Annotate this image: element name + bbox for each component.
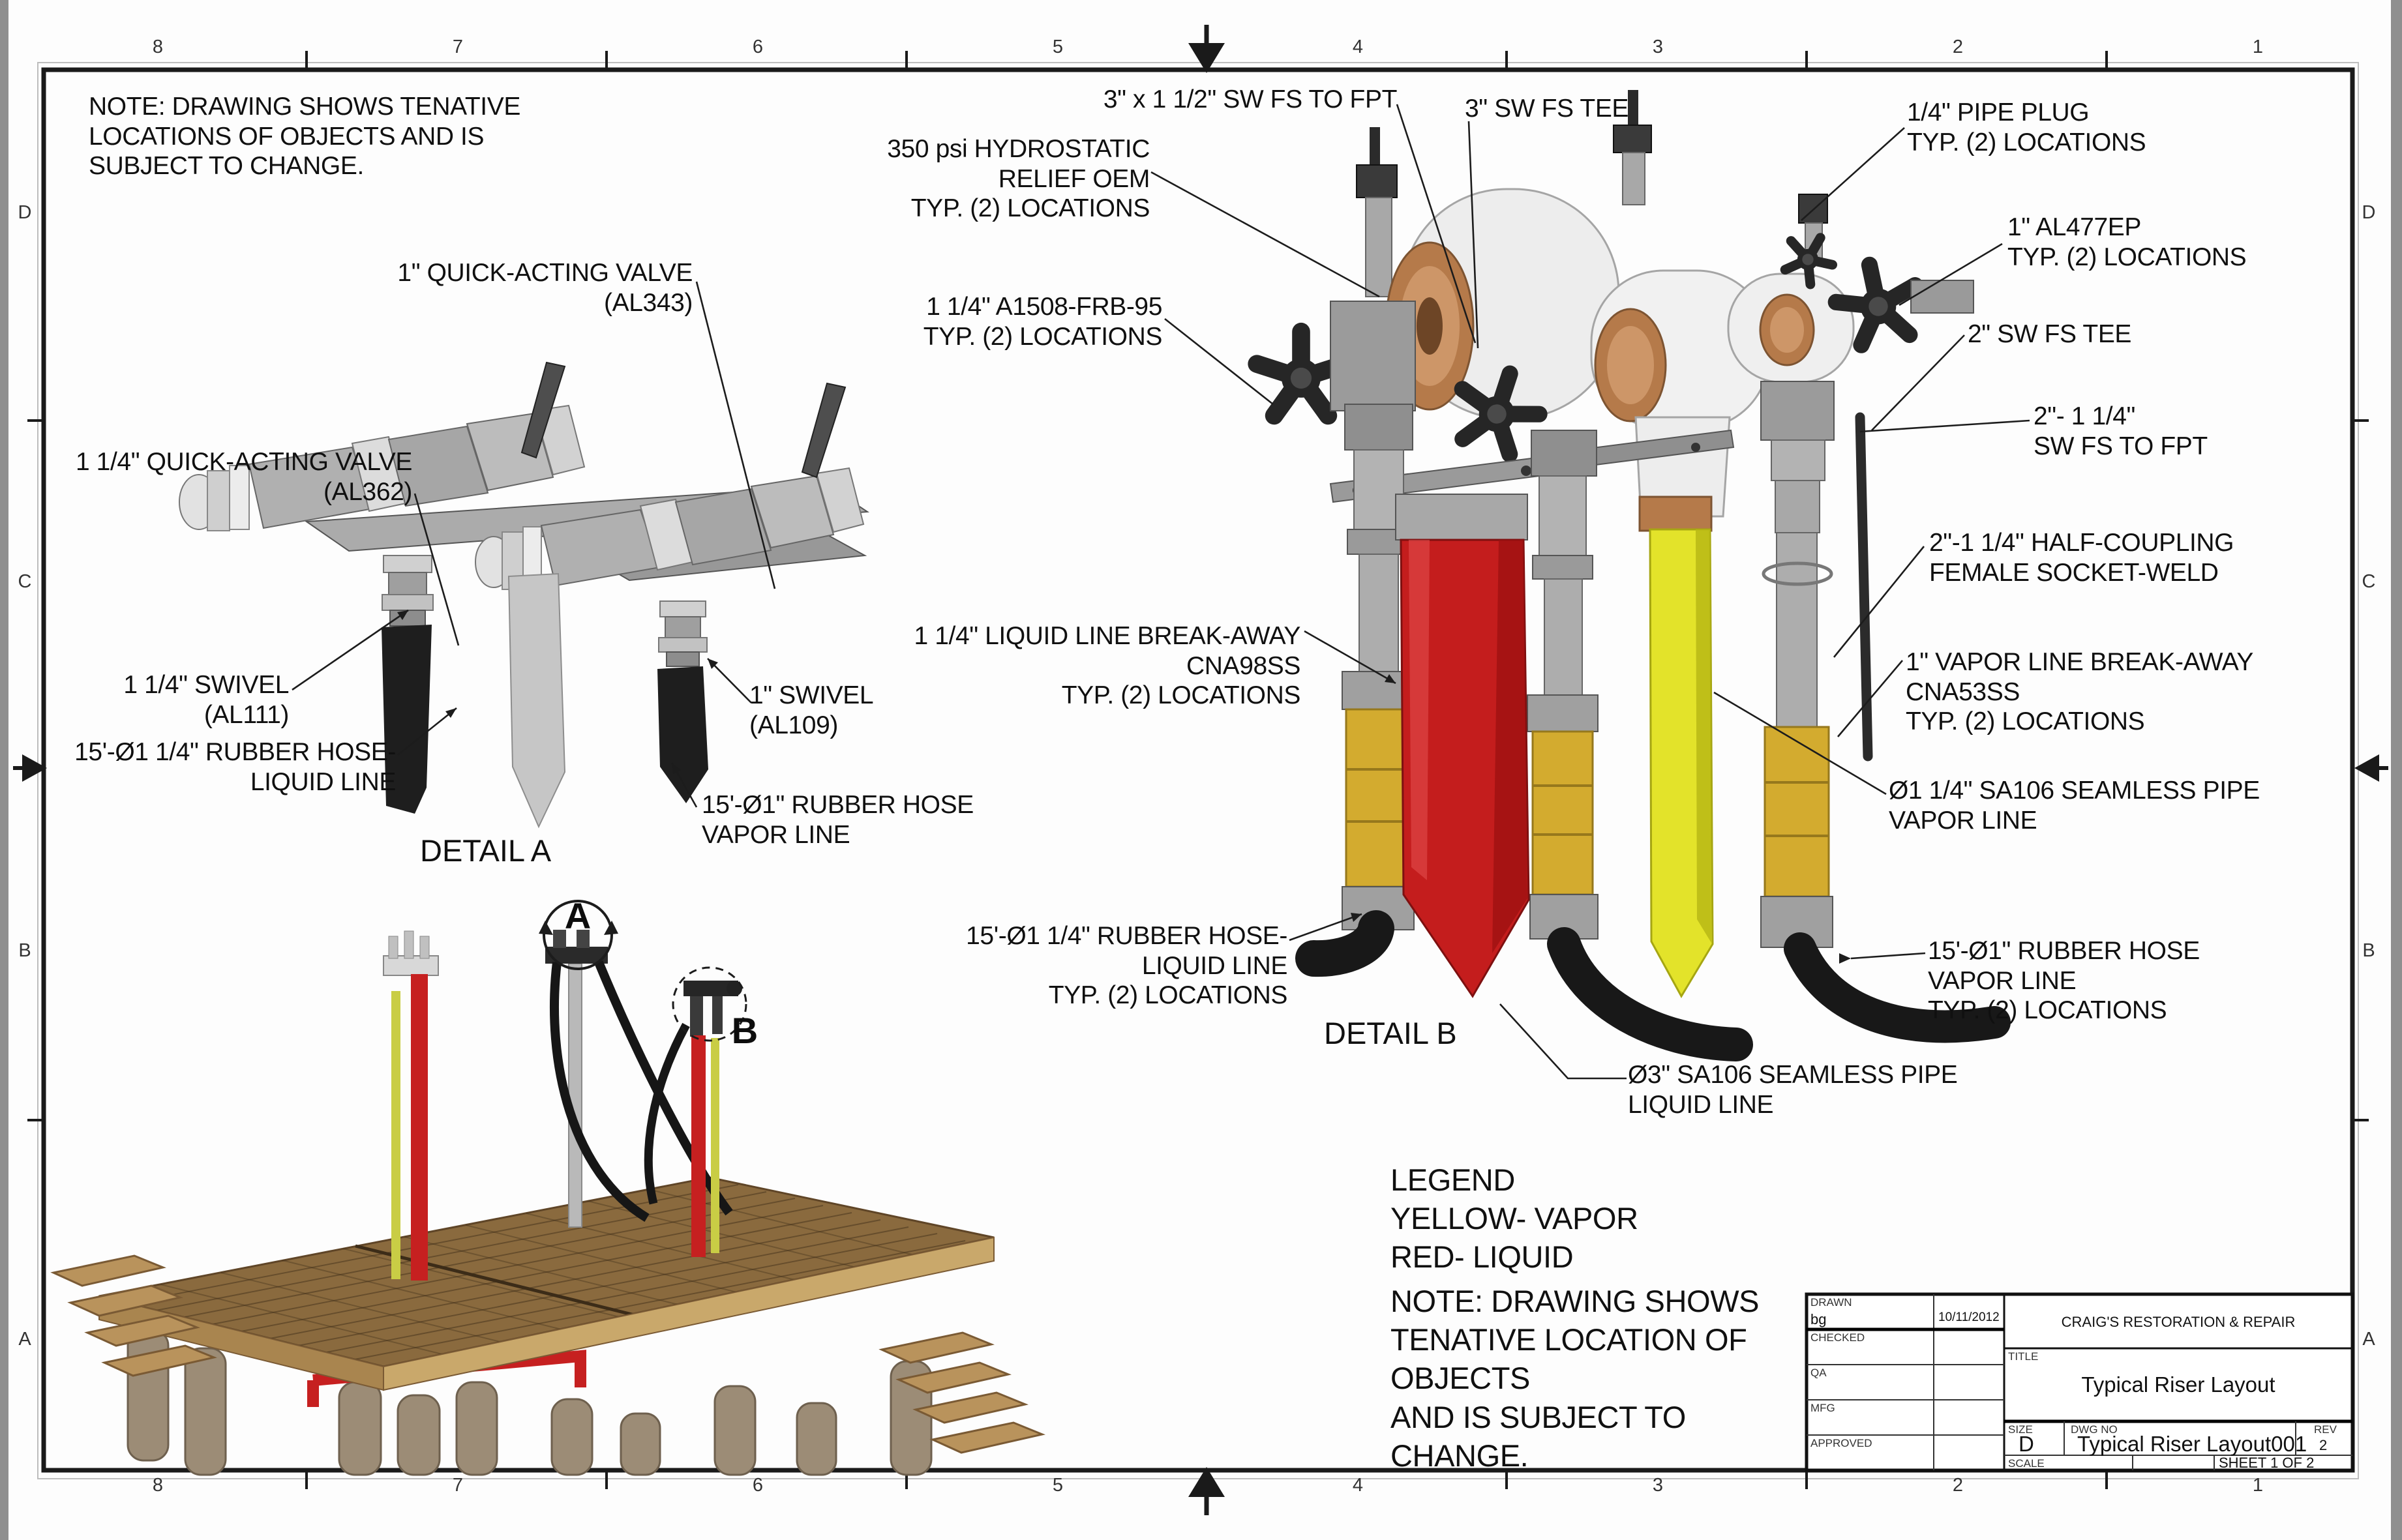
dock-stairs-right	[878, 1331, 1045, 1454]
label-hose-liquid-a: 15'-Ø1 1/4" RUBBER HOSE- LIQUID LINE	[74, 738, 396, 796]
quick-acting-valve-1	[475, 382, 865, 590]
label-pipe-plug: 1/4" PIPE PLUG TYP. (2) LOCATIONS	[1907, 98, 2146, 156]
callout-b-letter: B	[731, 1010, 758, 1051]
tb-approved-label: APPROVED	[1810, 1437, 1872, 1449]
tb-rev-label: REV	[2314, 1423, 2337, 1436]
zone-number: 4	[1352, 1475, 1364, 1496]
dock-stairs-left	[50, 1254, 217, 1377]
tb-qa-label: QA	[1810, 1367, 1827, 1379]
zone-letter: D	[18, 202, 32, 223]
zone-letter: B	[2362, 940, 2375, 961]
label-fpt-3x112: 3" x 1 1/2" SW FS TO FPT	[1103, 85, 1398, 113]
tb-company: CRAIG'S RESTORATION & REPAIR	[2061, 1314, 2296, 1330]
tb-title: Typical Riser Layout	[2081, 1372, 2275, 1397]
tb-drawn-date: 10/11/2012	[1938, 1310, 2000, 1324]
vapor-pipe-a	[507, 572, 566, 829]
zone-letter: B	[18, 940, 31, 961]
label-swivel-1: 1" SWIVEL (AL109)	[749, 681, 874, 739]
zone-number: 6	[752, 37, 764, 57]
label-al477ep: 1" AL477EP TYP. (2) LOCATIONS	[2007, 213, 2247, 271]
label-hose-vapor-b: 15'-Ø1" RUBBER HOSE VAPOR LINE TYP. (2) …	[1928, 937, 2200, 1025]
callout-a-letter: A	[564, 895, 592, 936]
vapor-breakaway-coupling	[1764, 726, 1830, 898]
zone-number: 7	[452, 37, 464, 57]
zone-letter: C	[18, 571, 32, 592]
label-quick-acting-valve-1-1-4: 1 1/4" QUICK-ACTING VALVE (AL362)	[75, 448, 412, 506]
zone-number: 2	[1952, 37, 1964, 57]
tb-drawn-value: bg	[1810, 1311, 1827, 1327]
tb-size-label: SIZE	[2008, 1423, 2033, 1436]
rubber-hose-liquid-b2	[1547, 927, 1753, 1061]
zone-number: 4	[1352, 37, 1364, 57]
detail-a-title: DETAIL A	[420, 833, 552, 868]
label-fpt-2x114: 2"- 1 1/4" SW FS TO FPT	[2034, 402, 2208, 460]
zone-number: 1	[2252, 37, 2264, 57]
dock-view	[50, 900, 1045, 1476]
breakaway-rod	[1855, 412, 1873, 762]
detail-b-assembly	[1257, 90, 2011, 1061]
rubber-hose-vapor-b	[1784, 932, 2011, 1043]
label-sa106-vapor: Ø1 1/4" SA106 SEAMLESS PIPE VAPOR LINE	[1889, 777, 2260, 835]
right-margin-strip	[2391, 0, 2402, 1540]
zone-number: 3	[1652, 37, 1664, 57]
swivel-1	[658, 600, 708, 667]
zone-letter: A	[18, 1329, 31, 1350]
note-top-left: NOTE: DRAWING SHOWS TENATIVE LOCATIONS O…	[89, 93, 520, 181]
label-swivel-1-1-4: 1 1/4" SWIVEL (AL111)	[123, 671, 289, 729]
tb-drawn-label: DRAWN	[1810, 1296, 1852, 1309]
rubber-hose-vapor-a	[657, 666, 708, 803]
tb-checked-label: CHECKED	[1810, 1331, 1865, 1344]
rubber-hose-liquid-b1	[1295, 910, 1394, 977]
legend: LEGEND YELLOW- VAPOR RED- LIQUID	[1390, 1162, 1638, 1275]
zone-letter: A	[2362, 1329, 2375, 1350]
zone-number: 8	[152, 1475, 164, 1496]
label-quick-acting-valve-1: 1" QUICK-ACTING VALVE (AL343)	[397, 259, 693, 317]
label-hose-vapor-a: 15'-Ø1" RUBBER HOSE VAPOR LINE	[702, 791, 974, 849]
zone-number: 7	[452, 1475, 464, 1496]
tb-dwg-no: Typical Riser Layout001	[2077, 1432, 2307, 1456]
zone-number: 8	[152, 37, 164, 57]
label-a1508: 1 1/4" A1508-FRB-95 TYP. (2) LOCATIONS	[923, 293, 1163, 351]
zone-number: 3	[1652, 1475, 1664, 1496]
zone-letter: C	[2362, 571, 2376, 592]
detail-a-assembly	[179, 361, 869, 829]
callout-b-circle	[672, 966, 747, 1042]
label-hose-liquid-b: 15'-Ø1 1/4" RUBBER HOSE- LIQUID LINE TYP…	[966, 922, 1287, 1010]
zone-number: 6	[752, 1475, 764, 1496]
zone-letter: D	[2362, 202, 2376, 223]
zone-number: 2	[1952, 1475, 1964, 1496]
label-hydro-relief: 350 psi HYDROSTATIC RELIEF OEM TYP. (2) …	[887, 135, 1150, 223]
tb-sheet: SHEET 1 OF 2	[2219, 1455, 2315, 1471]
tb-mfg-label: MFG	[1810, 1402, 1835, 1414]
tb-rev: 2	[2319, 1437, 2328, 1453]
leader-arrowheads	[397, 610, 1851, 964]
tb-dwg-label: DWG NO	[2071, 1423, 2118, 1436]
zone-ticks	[27, 51, 2369, 1489]
zone-number: 5	[1052, 37, 1064, 57]
detail-b-title: DETAIL B	[1324, 1016, 1457, 1050]
tb-title-label: TITLE	[2008, 1350, 2039, 1363]
tb-size: D	[2019, 1432, 2034, 1456]
label-vapor-breakaway: 1" VAPOR LINE BREAK-AWAY CNA53SS TYP. (2…	[1906, 648, 2254, 736]
label-tee-3: 3" SW FS TEE	[1465, 95, 1629, 123]
callout-a-circle	[543, 900, 613, 970]
tb-scale-label: SCALE	[2008, 1457, 2045, 1470]
center-mark-arrows	[13, 25, 2388, 1515]
quick-acting-valve-1-1-4	[179, 361, 586, 531]
zone-number: 5	[1052, 1475, 1064, 1496]
label-liquid-breakaway: 1 1/4" LIQUID LINE BREAK-AWAY CNA98SS TY…	[914, 622, 1301, 710]
leader-lines	[292, 104, 2030, 1080]
title-block-grid	[1805, 1292, 2354, 1472]
swivel-1-1-4	[382, 555, 434, 627]
rubber-hose-liquid-a	[382, 625, 432, 814]
label-tee-2: 2" SW FS TEE	[1968, 320, 2132, 348]
zone-number: 1	[2252, 1475, 2264, 1496]
label-sa106-liquid: Ø3" SA106 SEAMLESS PIPE LIQUID LINE	[1628, 1061, 1958, 1119]
label-half-coupling: 2"-1 1/4" HALF-COUPLING FEMALE SOCKET-WE…	[1929, 529, 2234, 587]
left-margin-strip	[0, 0, 8, 1540]
note-bottom: NOTE: DRAWING SHOWS TENATIVE LOCATION OF…	[1390, 1284, 1760, 1473]
